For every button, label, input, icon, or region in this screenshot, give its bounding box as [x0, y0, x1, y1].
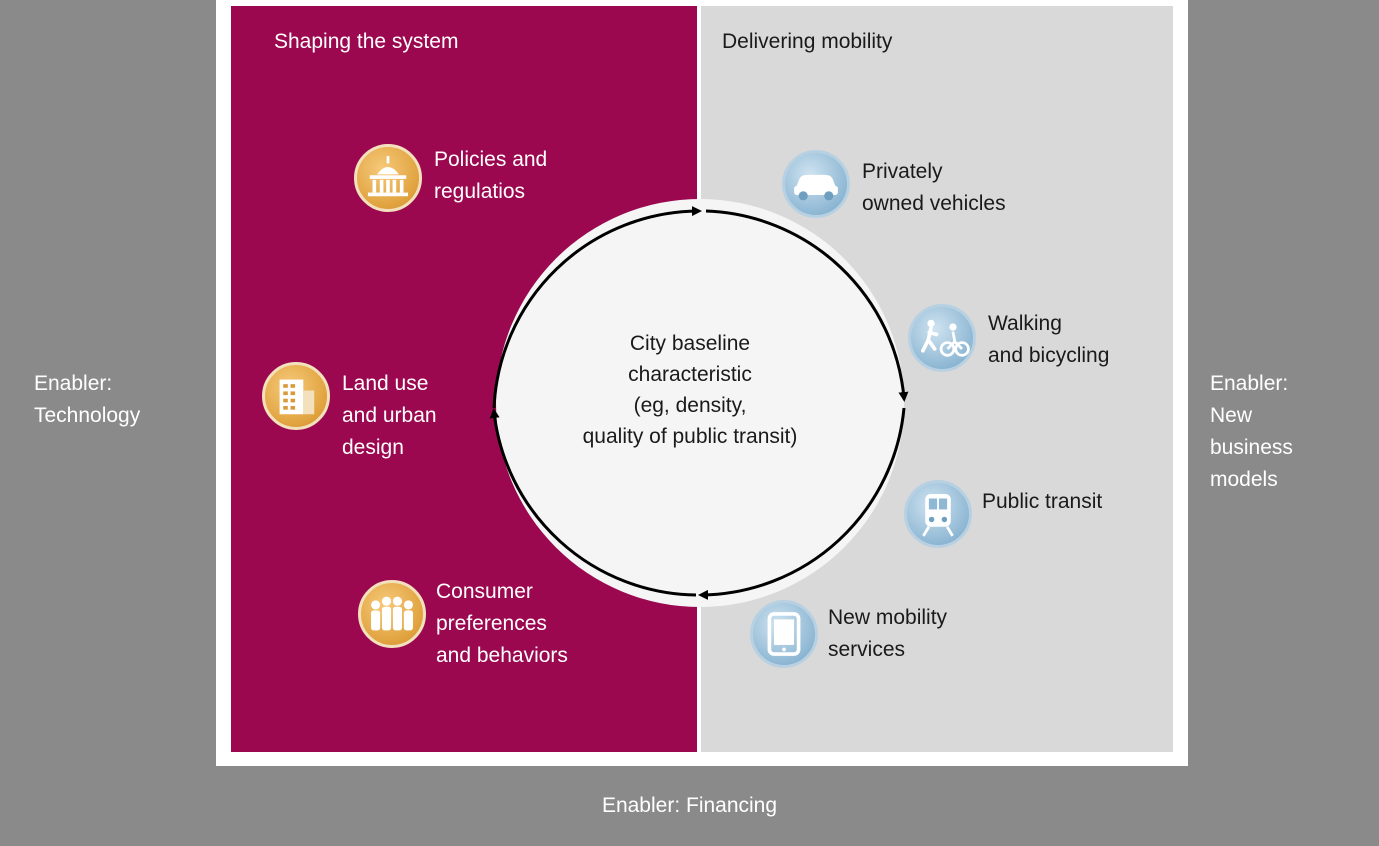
capitol-building-icon: [354, 144, 422, 212]
consumer-label: Consumer preferences and behaviors: [436, 576, 568, 672]
shaping-panel-title: Shaping the system: [274, 30, 459, 53]
city-baseline-text: City baseline characteristic (eg, densit…: [520, 328, 860, 452]
label-line: services: [828, 638, 906, 661]
tablet-icon: [750, 600, 818, 668]
label-line: Walking: [988, 312, 1062, 335]
car-icon: [782, 150, 850, 218]
label-line: Consumer: [436, 580, 533, 603]
center-line: quality of public transit): [582, 425, 798, 448]
cycle-arrow-top: [492, 206, 702, 409]
enabler-line: business: [1210, 436, 1293, 459]
label-line: design: [342, 436, 404, 459]
walking-bicycling-label: Walking and bicycling: [988, 308, 1109, 372]
enabler-line: New: [1210, 404, 1253, 427]
label-line: Public transit: [982, 490, 1103, 513]
cycle-arrow-bottom: [698, 407, 906, 600]
enabler-line: Technology: [34, 404, 141, 427]
label-line: and urban: [342, 404, 437, 427]
policies-label: Policies and regulatios: [434, 144, 547, 208]
private-vehicles-label: Privately owned vehicles: [862, 156, 1006, 220]
center-circle: [496, 199, 904, 607]
cycle-arrow-right: [705, 209, 909, 402]
pedestrian-cyclist-icon: [908, 304, 976, 372]
mobility-panel-title: Delivering mobility: [722, 30, 893, 53]
label-line: regulatios: [434, 180, 526, 203]
enabler-technology: Enabler: Technology: [34, 368, 140, 432]
enabler-line: Enabler:: [34, 372, 113, 395]
building-icon: [262, 362, 330, 430]
label-line: and behaviors: [436, 644, 568, 667]
enabler-new-business-models: Enabler: New business models: [1210, 368, 1293, 496]
label-line: Policies and: [434, 148, 548, 171]
cycle-diagram: [489, 199, 909, 607]
label-line: Land use: [342, 372, 429, 395]
label-line: preferences: [436, 612, 547, 635]
people-group-icon: [358, 580, 426, 648]
public-transit-label: Public transit: [982, 486, 1102, 518]
label-line: Privately: [862, 160, 943, 183]
train-icon: [904, 480, 972, 548]
label-line: and bicycling: [988, 344, 1110, 367]
center-line: characteristic: [628, 363, 752, 386]
center-line: (eg, density,: [633, 394, 747, 417]
label-line: New mobility: [828, 606, 948, 629]
center-line: City baseline: [629, 332, 751, 355]
enabler-financing: Enabler: Financing: [601, 794, 778, 817]
cycle-arrow-left: [489, 408, 697, 597]
enabler-line: models: [1210, 468, 1278, 491]
label-line: owned vehicles: [862, 192, 1006, 215]
land-use-label: Land use and urban design: [342, 368, 437, 464]
new-mobility-label: New mobility services: [828, 602, 947, 666]
enabler-line: Enabler:: [1210, 372, 1289, 395]
